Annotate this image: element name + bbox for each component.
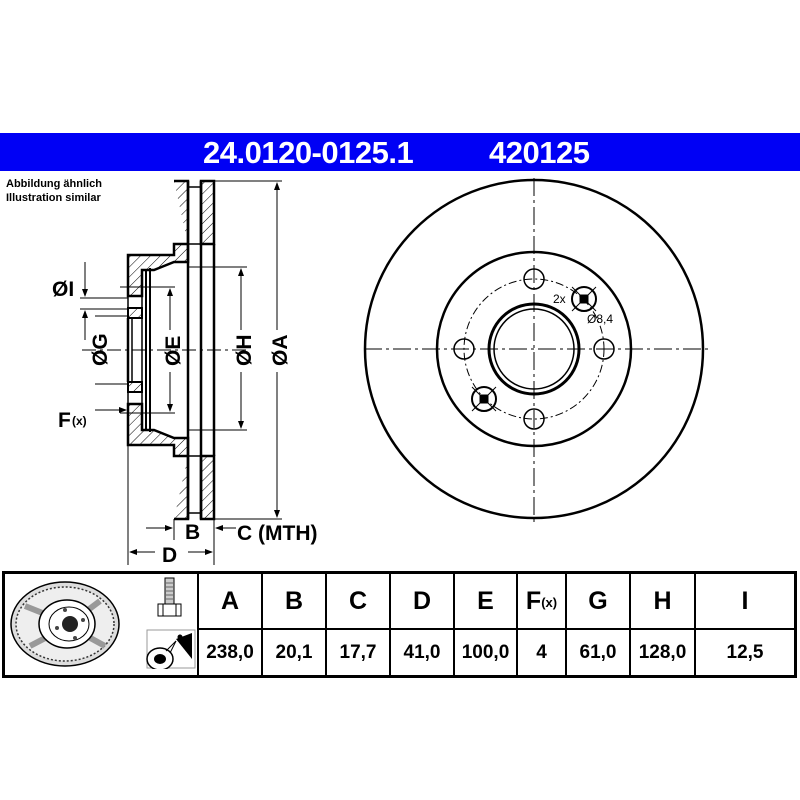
spec-table: A B C D E F(x) G H I 238,0 20,1 17,7 41,…: [2, 571, 797, 678]
value-a: 238,0: [197, 628, 263, 678]
table-value-row: 238,0 20,1 17,7 41,0 100,0 4 61,0 128,0 …: [4, 628, 797, 678]
value-i: 12,5: [694, 628, 797, 678]
col-header-h: H: [629, 571, 696, 630]
label-f: F: [58, 409, 71, 432]
disc-image-cell: [2, 571, 145, 678]
label-dia-g: ØG: [89, 333, 112, 366]
technical-drawing: ØI ØG ØE ØH ØA F (x) B C (MTH) D: [52, 178, 710, 567]
col-header-b: B: [261, 571, 327, 630]
part-number: 24.0120-0125.1: [203, 135, 414, 170]
bolt-icon: [157, 577, 182, 617]
brake-disc-perspective-icon: [10, 580, 120, 667]
illustration-note: Abbildung ähnlich Illustration similar: [6, 177, 102, 205]
note-english: Illustration similar: [6, 192, 101, 204]
label-dia-i: ØI: [52, 278, 74, 301]
value-f: 4: [516, 628, 567, 678]
value-e: 100,0: [453, 628, 518, 678]
label-bolt-count: 2x: [553, 292, 566, 306]
col-header-i: I: [694, 571, 797, 630]
short-part-number: 420125: [489, 135, 590, 170]
value-d: 41,0: [389, 628, 455, 678]
col-header-f-sub: (x): [541, 594, 558, 610]
locating-hole-upper-right: [571, 286, 597, 312]
value-c: 17,7: [325, 628, 391, 678]
col-header-f-label: F: [525, 586, 542, 615]
table-header-row: A B C D E F(x) G H I: [2, 571, 797, 678]
label-f-sub: (x): [72, 414, 87, 428]
note-german: Abbildung ähnlich: [6, 178, 102, 190]
label-c-mth: C (MTH): [237, 522, 317, 545]
bolt-icon-cell: [145, 571, 199, 629]
label-dia-e: ØE: [162, 336, 185, 366]
title-banner: 24.0120-0125.1 420125: [0, 133, 800, 171]
side-section-view: [80, 179, 282, 565]
value-g: 61,0: [565, 628, 631, 678]
col-header-c: C: [325, 571, 391, 630]
locating-hole-lower-left: [471, 386, 497, 412]
label-b: B: [185, 521, 200, 544]
label-dia-a: ØA: [269, 335, 292, 367]
label-hole-diameter: Ø8,4: [587, 312, 613, 326]
col-header-a: A: [197, 571, 263, 630]
label-d: D: [162, 544, 177, 567]
front-view: [363, 178, 710, 522]
value-h: 128,0: [629, 628, 696, 678]
col-header-g: G: [565, 571, 631, 630]
col-header-d: D: [389, 571, 455, 630]
label-dia-h: ØH: [233, 335, 256, 367]
col-header-e: E: [453, 571, 518, 630]
col-header-f: F(x): [516, 571, 567, 630]
value-b: 20,1: [261, 628, 327, 678]
cleaning-spray-icon: [146, 629, 196, 671]
spray-icon-cell: [145, 629, 199, 678]
